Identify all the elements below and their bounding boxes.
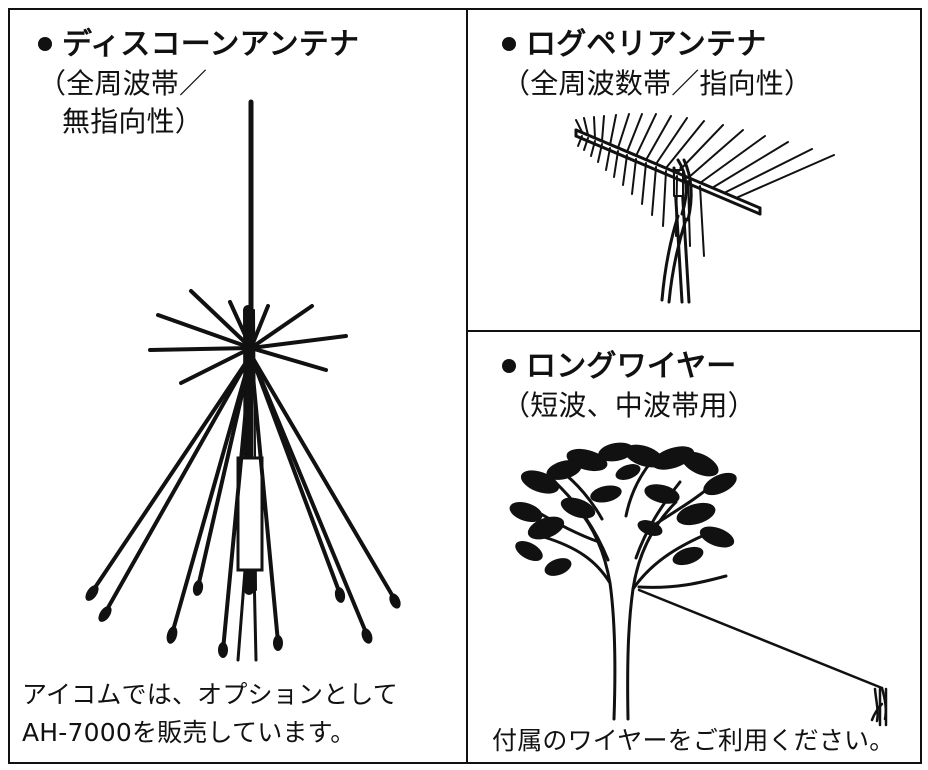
long-wire-panel: ロングワイヤー （短波、中波帯用） [466,330,922,764]
antenna-lower-mast [236,568,247,662]
long-wire-subtitle: （短波、中波帯用） [502,389,756,422]
antenna-disc-elements [148,289,348,385]
discone-footer-line-2: AH-7000を販売しています。 [22,718,356,747]
log-periodic-subtitle: （全周波数帯／指向性） [502,67,813,100]
discone-subtitle-line-2: 無指向性） [62,105,204,138]
antenna-joint [236,456,264,572]
discone-antenna-icon [85,99,401,662]
discone-subtitle-line-1: （全周波帯／ [38,67,208,100]
tree-trunk [529,460,728,721]
log-periodic-title-line: ログペリアンテナ [502,27,767,63]
bullet-icon [502,358,516,373]
log-periodic-antenna-icon [574,113,835,304]
discone-title: ディスコーンアンテナ [62,27,360,62]
antenna-lower-mast-2 [252,568,258,662]
discone-panel: ディスコーンアンテナ （全周波帯／ 無指向性） [8,8,468,764]
long-wire-title-line: ロングワイヤー [502,349,737,385]
long-wire-tree-icon [509,442,888,727]
tree-foliage [509,442,737,576]
antenna-rod-tips [85,580,401,658]
bullet-icon [502,36,516,51]
long-wire-title: ロングワイヤー [526,349,737,384]
log-periodic-boom [574,128,762,216]
bullet-icon [38,36,52,51]
log-periodic-elements [575,113,835,257]
log-periodic-panel: ログペリアンテナ （全周波数帯／指向性） [466,8,922,332]
log-periodic-title: ログペリアンテナ [526,27,767,62]
antenna-cone-elements [90,353,397,652]
long-wire-footer: 付属のワイヤーをご利用ください。 [492,726,895,755]
discone-title-line: ディスコーンアンテナ [38,27,360,63]
discone-footer-line-1: アイコムでは、オプションとして [22,680,399,709]
long-wire [637,588,888,727]
